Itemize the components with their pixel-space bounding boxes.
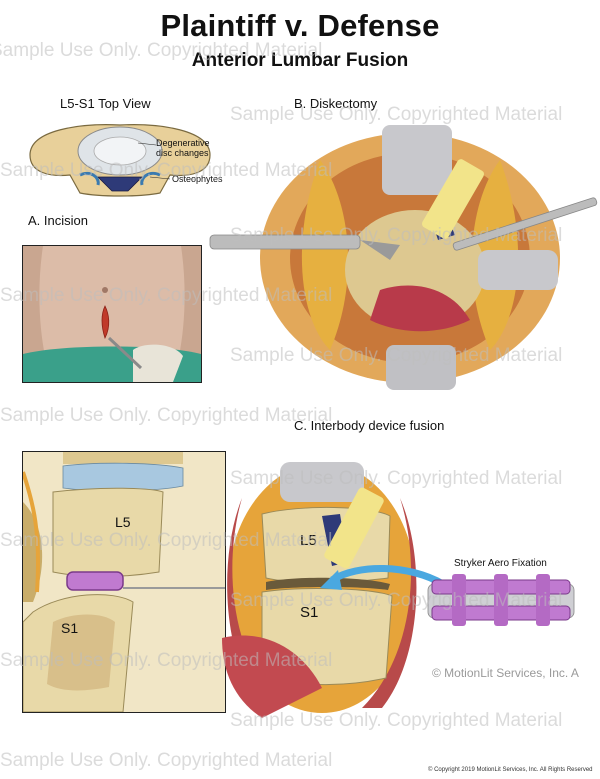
interbody-illustration	[222, 462, 417, 718]
interbody-label: C. Interbody device fusion	[294, 418, 445, 433]
right-l5-label: L5	[300, 532, 317, 549]
diskectomy-illustration	[209, 125, 598, 390]
diskectomy-label: B. Diskectomy	[294, 96, 378, 111]
watermark-7: Sample Use Only. Copyrighted Material	[0, 405, 333, 426]
copyright-footer: © Copyright 2019 MotionLit Services, Inc…	[428, 767, 593, 773]
incision-label: A. Incision	[28, 213, 88, 228]
device-illustration	[427, 574, 575, 626]
page-subtitle: Anterior Lumbar Fusion	[191, 50, 409, 71]
watermark-13: Sample Use Only. Copyrighted Material	[0, 750, 333, 771]
incision-panel	[22, 245, 202, 383]
page-title: Plaintiff v. Defense	[160, 8, 440, 43]
incision-illustration	[23, 246, 201, 382]
right-s1-label: S1	[300, 604, 319, 621]
device-label: Stryker Aero Fixation	[454, 558, 547, 569]
top-view-label: L5-S1 Top View	[60, 96, 151, 111]
top-view-illustration	[29, 124, 211, 197]
annotation-osteophytes: Osteophytes	[172, 174, 223, 184]
left-s1-label: S1	[61, 620, 79, 636]
spine-closeup-illustration	[23, 452, 225, 712]
left-l5-label: L5	[115, 514, 131, 530]
insertion-arrow	[320, 564, 445, 590]
spine-closeup-panel: L5 S1	[22, 451, 226, 713]
credit-watermark: © MotionLit Services, Inc. A	[432, 666, 579, 680]
annotation-degenerative-disc: Degenerative disc changes	[156, 138, 210, 158]
